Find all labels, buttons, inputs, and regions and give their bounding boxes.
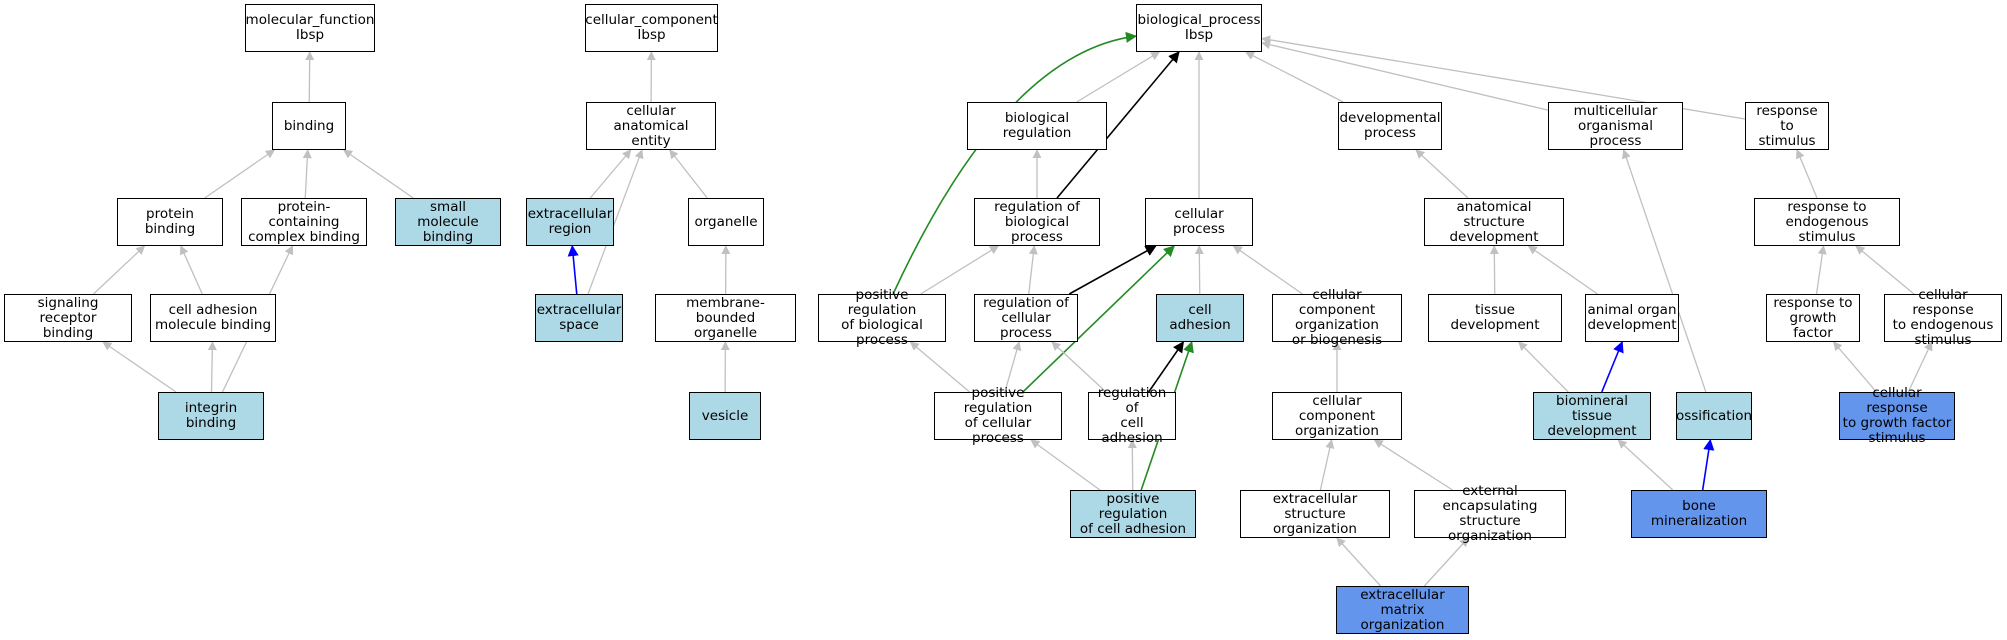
node-anatomical-structure-development: anatomical structure development (1424, 198, 1564, 246)
node-extracellular-space: extracellular space (535, 294, 623, 342)
edge-bone-mineralization-to-ossification (1701, 438, 1715, 491)
edge-cell-adhesion-molecule-binding-to-protein-binding (179, 245, 203, 295)
edge-protein-binding-to-binding (204, 149, 275, 199)
node-membrane-bounded-organelle: membrane-bounded organelle (655, 294, 796, 342)
edge-animal-organ-development-to-anatomical-structure-development (1527, 245, 1598, 295)
edge-cellular-response-to-growth-factor-stimulus-to-cellular-response-to-endogenous-stimulus (1907, 341, 1933, 393)
edge-signaling-receptor-binding-to-protein-binding (93, 245, 146, 295)
edge-positive-regulation-of-cellular-process-to-regulation-of-cellular-process (1004, 341, 1022, 393)
node-extracellular-region: extracellular region (526, 198, 614, 246)
edge-regulation-of-biological-process-to-bp-ibsp (1056, 51, 1180, 199)
node-ossification: ossification (1676, 392, 1752, 440)
edge-biomineral-tissue-development-to-animal-organ-development (1601, 340, 1624, 393)
node-cellular-response-to-endogenous-stimulus: cellular response to endogenous stimulus (1884, 288, 2002, 348)
node-organelle: organelle (688, 198, 764, 246)
node-molecular-function-ibsp: molecular_function Ibsp (245, 4, 375, 52)
node-tissue-development: tissue development (1428, 294, 1562, 342)
edge-positive-regulation-of-cellular-process-to-positive-regulation-of-biological-process (909, 341, 971, 393)
edge-cellular-response-to-growth-factor-stimulus-to-response-to-growth-factor (1832, 341, 1877, 393)
edge-extracellular-space-to-cellular-anatomical-entity (587, 149, 644, 295)
node-extracellular-structure-organization: extracellular structure organization (1240, 490, 1390, 538)
edge-cell-adhesion-to-cellular-process (1194, 245, 1204, 295)
edge-extracellular-matrix-organization-to-external-encapsulating-structure-organization (1423, 537, 1469, 587)
edge-binding-to-mf-ibsp (305, 51, 315, 103)
node-cell-adhesion-molecule-binding: cell adhesion molecule binding (150, 294, 276, 342)
node-regulation-of-cellular-process: regulation of cellular process (974, 294, 1078, 342)
node-external-encapsulating-structure-organization: external encapsulating structure organiz… (1414, 484, 1566, 544)
edge-bone-mineralization-to-biomineral-tissue-development (1617, 439, 1674, 491)
edge-positive-regulation-of-cell-adhesion-to-positive-regulation-of-cellular-process (1030, 439, 1101, 491)
edge-positive-regulation-of-biological-process-to-bp-ibsp (892, 31, 1138, 295)
node-response-to-stimulus: response to stimulus (1745, 102, 1829, 150)
node-regulation-of-biological-process: regulation of biological process (974, 198, 1100, 246)
node-biomineral-tissue-development: biomineral tissue development (1533, 392, 1651, 440)
node-cellular-anatomical-entity: cellular anatomical entity (586, 102, 716, 150)
node-positive-regulation-of-cell-adhesion: positive regulation of cell adhesion (1070, 490, 1196, 538)
edge-protein-containing-complex-binding-to-binding (302, 149, 312, 199)
node-cellular-component-organization-or-biogenesis: cellular component organization or bioge… (1272, 288, 1402, 348)
node-positive-regulation-of-biological-process: positive regulation of biological proces… (818, 288, 946, 348)
edge-regulation-of-cell-adhesion-to-regulation-of-cellular-process (1051, 341, 1107, 393)
edge-multicellular-organismal-process-to-bp-ibsp (1261, 40, 1549, 111)
edge-biomineral-tissue-development-to-tissue-development (1518, 341, 1569, 393)
node-biological-process-ibsp: biological_process Ibsp (1136, 4, 1262, 52)
node-response-to-growth-factor: response to growth factor (1766, 294, 1860, 342)
node-protein-containing-complex-binding: protein-containing complex binding (241, 198, 367, 246)
edge-biological-regulation-to-bp-ibsp (1076, 51, 1161, 103)
edge-regulation-of-cell-adhesion-to-cell-adhesion (1147, 341, 1185, 393)
edge-external-encapsulating-structure-organization-to-cellular-component-organization (1373, 439, 1453, 491)
edge-ossification-to-multicellular-organismal-process (1621, 149, 1707, 393)
node-protein-binding: protein binding (117, 198, 223, 246)
edge-organelle-to-cellular-anatomical-entity (669, 149, 708, 199)
node-cellular-process: cellular process (1145, 198, 1253, 246)
edge-developmental-process-to-bp-ibsp (1244, 51, 1344, 103)
edge-positive-regulation-of-biological-process-to-regulation-of-biological-process (920, 245, 1000, 295)
node-extracellular-matrix-organization: extracellular matrix organization (1336, 586, 1469, 634)
node-cellular-component-organization: cellular component organization (1272, 392, 1402, 440)
edge-response-to-endogenous-stimulus-to-response-to-stimulus (1795, 149, 1818, 199)
node-vesicle: vesicle (689, 392, 761, 440)
node-signaling-receptor-binding: signaling receptor binding (4, 294, 132, 342)
edge-tissue-development-to-anatomical-structure-development (1489, 245, 1499, 295)
edge-positive-regulation-of-cell-adhesion-to-regulation-of-cell-adhesion (1127, 439, 1137, 491)
node-regulation-of-cell-adhesion: regulation of cell adhesion (1088, 386, 1176, 446)
edge-regulation-of-cellular-process-to-regulation-of-biological-process (1028, 245, 1038, 295)
node-developmental-process: developmental process (1338, 102, 1442, 150)
node-animal-organ-development: animal organ development (1585, 294, 1679, 342)
edge-anatomical-structure-development-to-developmental-process (1415, 149, 1469, 199)
edge-extracellular-matrix-organization-to-extracellular-structure-organization (1336, 537, 1382, 587)
edge-small-molecule-binding-to-binding (343, 149, 414, 199)
edge-extracellular-region-to-cellular-anatomical-entity (589, 149, 632, 199)
edge-regulation-of-cellular-process-to-cellular-process (1068, 245, 1157, 295)
edge-positive-regulation-of-cellular-process-to-cellular-process (1022, 245, 1175, 393)
edge-extracellular-space-to-extracellular-region (567, 244, 579, 295)
node-cellular-component-ibsp: cellular_component Ibsp (585, 4, 718, 52)
edge-cellular-response-to-endogenous-stimulus-to-response-to-endogenous-stimulus (1855, 245, 1915, 295)
node-response-to-endogenous-stimulus: response to endogenous stimulus (1754, 198, 1900, 246)
node-biological-regulation: biological regulation (967, 102, 1107, 150)
edge-integrin-binding-to-cell-adhesion-molecule-binding (207, 341, 217, 393)
edge-cellular-component-organization-or-biogenesis-to-cellular-process (1232, 245, 1303, 295)
edge-integrin-binding-to-signaling-receptor-binding (102, 341, 177, 393)
node-bone-mineralization: bone mineralization (1631, 490, 1767, 538)
node-cellular-response-to-growth-factor-stimulus: cellular response to growth factor stimu… (1839, 386, 1955, 446)
node-integrin-binding: integrin binding (158, 392, 264, 440)
node-small-molecule-binding: small molecule binding (395, 198, 501, 246)
edge-extracellular-structure-organization-to-cellular-component-organization (1319, 439, 1335, 491)
node-cell-adhesion: cell adhesion (1156, 294, 1244, 342)
node-multicellular-organismal-process: multicellular organismal process (1548, 102, 1683, 150)
node-binding: binding (272, 102, 346, 150)
edge-response-to-growth-factor-to-response-to-endogenous-stimulus (1815, 245, 1827, 295)
node-positive-regulation-of-cellular-process: positive regulation of cellular process (934, 386, 1062, 446)
